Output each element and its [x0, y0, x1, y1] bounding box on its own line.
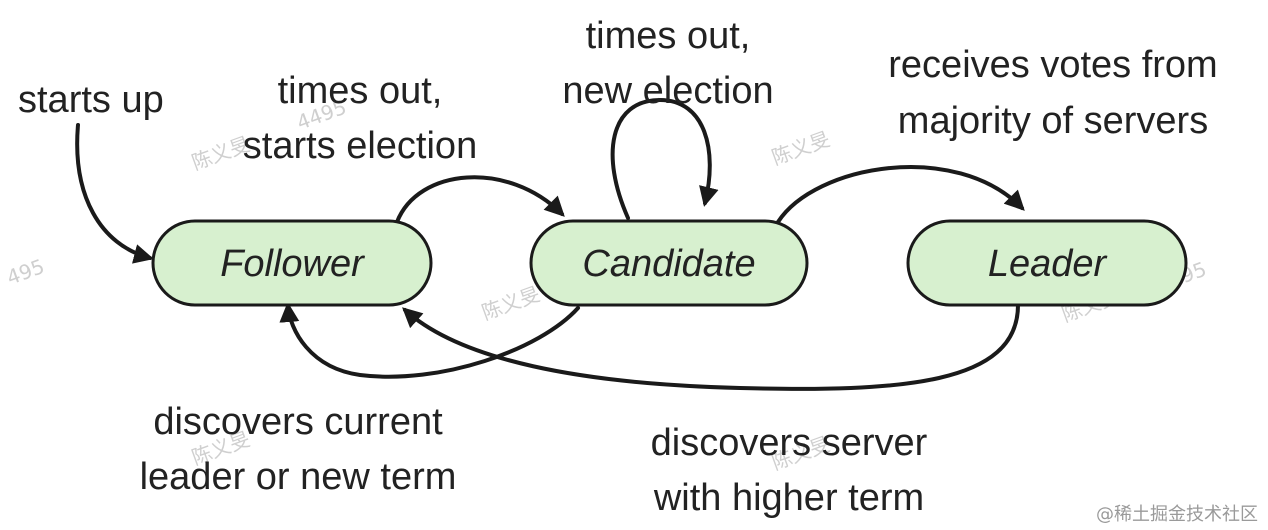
label-leader-to-follower-line2: with higher term [653, 477, 924, 519]
label-leader-to-follower-line1: discovers server [651, 422, 928, 464]
edge-candidate-self-loop [610, 97, 719, 220]
label-starts-up: starts up [18, 79, 164, 121]
edge-follower-to-candidate [395, 175, 565, 224]
brand-watermark: @稀土掘金技术社区 [1096, 504, 1258, 525]
label-candidate-to-follower-line1: discovers current [153, 401, 443, 443]
watermark-text: 陈义旻 [479, 282, 544, 325]
state-candidate-label: Candidate [582, 243, 755, 285]
state-leader-label: Leader [988, 243, 1108, 285]
watermark-text: 495 [4, 254, 48, 290]
state-follower-label: Follower [220, 243, 365, 285]
label-follower-to-candidate-line2: starts election [243, 125, 477, 167]
label-candidate-self-line2: new election [562, 70, 773, 112]
edge-labels: starts up times out, starts election tim… [18, 15, 1218, 519]
state-follower: Follower [151, 219, 433, 307]
label-follower-to-candidate-line1: times out, [278, 70, 443, 112]
label-candidate-to-leader-line2: majority of servers [898, 100, 1208, 142]
edge-start-to-follower [75, 123, 154, 264]
label-candidate-self-line1: times out, [586, 15, 751, 57]
edge-candidate-to-leader [776, 165, 1025, 224]
edge-candidate-to-follower [279, 302, 580, 379]
label-candidate-to-follower-line2: leader or new term [140, 456, 457, 498]
edge-leader-to-follower [402, 303, 1020, 391]
watermark-text: 陈义旻 [769, 127, 834, 170]
state-candidate: Candidate [529, 219, 809, 307]
edges [75, 97, 1025, 391]
label-candidate-to-leader-line1: receives votes from [888, 44, 1217, 86]
state-leader: Leader [906, 219, 1188, 307]
